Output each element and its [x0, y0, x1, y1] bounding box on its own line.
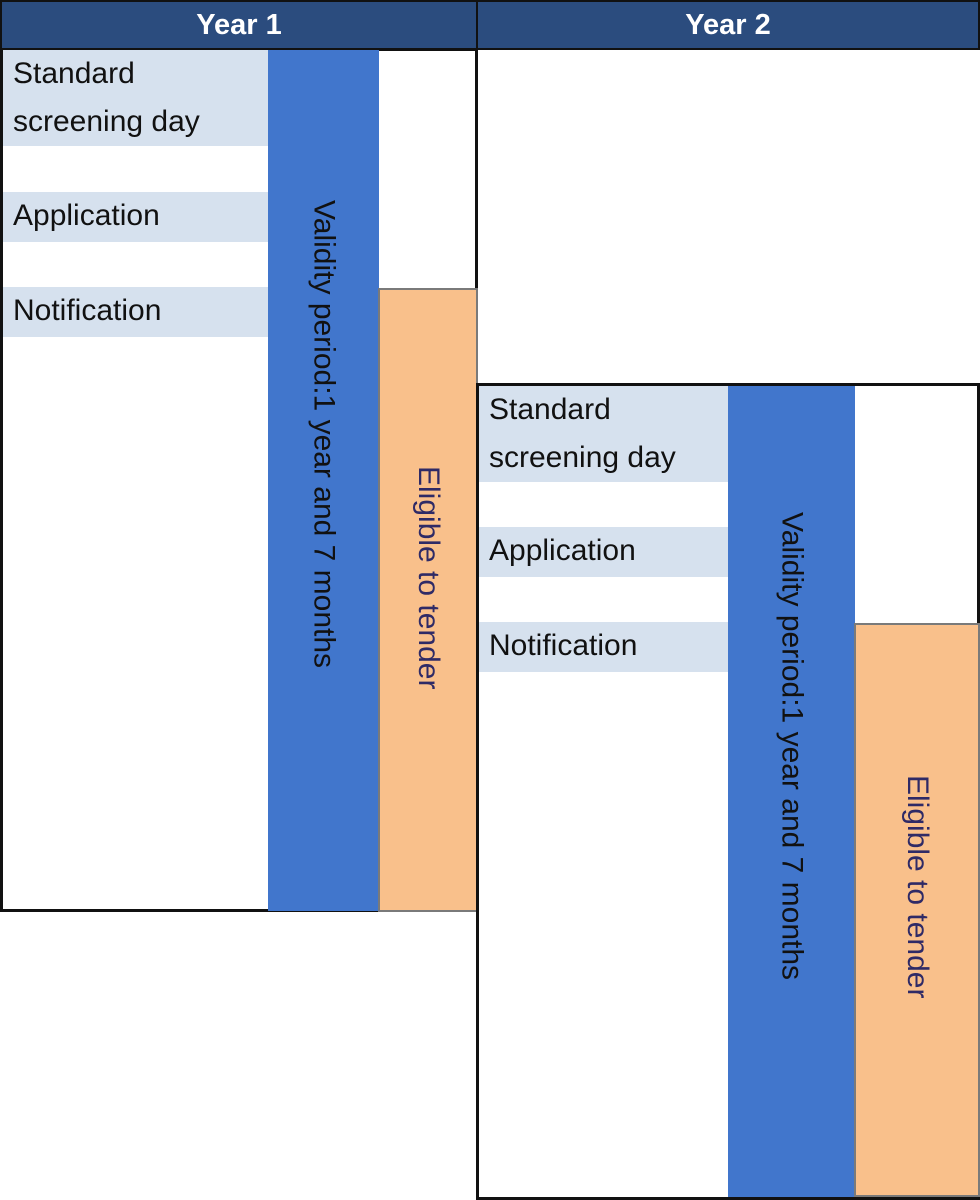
year2-validity-text: Validity period:1 year and 7 months — [775, 512, 809, 981]
year2-application-label: Application — [479, 527, 728, 577]
year2-eligible-text: Eligible to tender — [901, 775, 934, 999]
year2-screening-day-label: Standard screening day — [479, 386, 728, 482]
year2-notification-label: Notification — [479, 622, 728, 672]
year2-validity-bar: Validity period:1 year and 7 months — [728, 386, 855, 1197]
year2-eligible-bar: Eligible to tender — [854, 623, 980, 1197]
year1-application-label: Application — [3, 192, 268, 242]
year1-notification-label: Notification — [3, 287, 268, 337]
year1-eligible-text: Eligible to tender — [412, 466, 445, 690]
year1-header-label: Year 1 — [196, 8, 282, 41]
year1-eligible-bar: Eligible to tender — [378, 288, 478, 912]
year2-header-label: Year 2 — [685, 8, 771, 41]
year2-header: Year 2 — [476, 0, 980, 50]
year1-validity-bar: Validity period:1 year and 7 months — [268, 50, 379, 911]
year1-validity-text: Validity period:1 year and 7 months — [307, 200, 341, 669]
year1-header: Year 1 — [0, 0, 478, 50]
year1-screening-day-label: Standard screening day — [3, 50, 268, 146]
